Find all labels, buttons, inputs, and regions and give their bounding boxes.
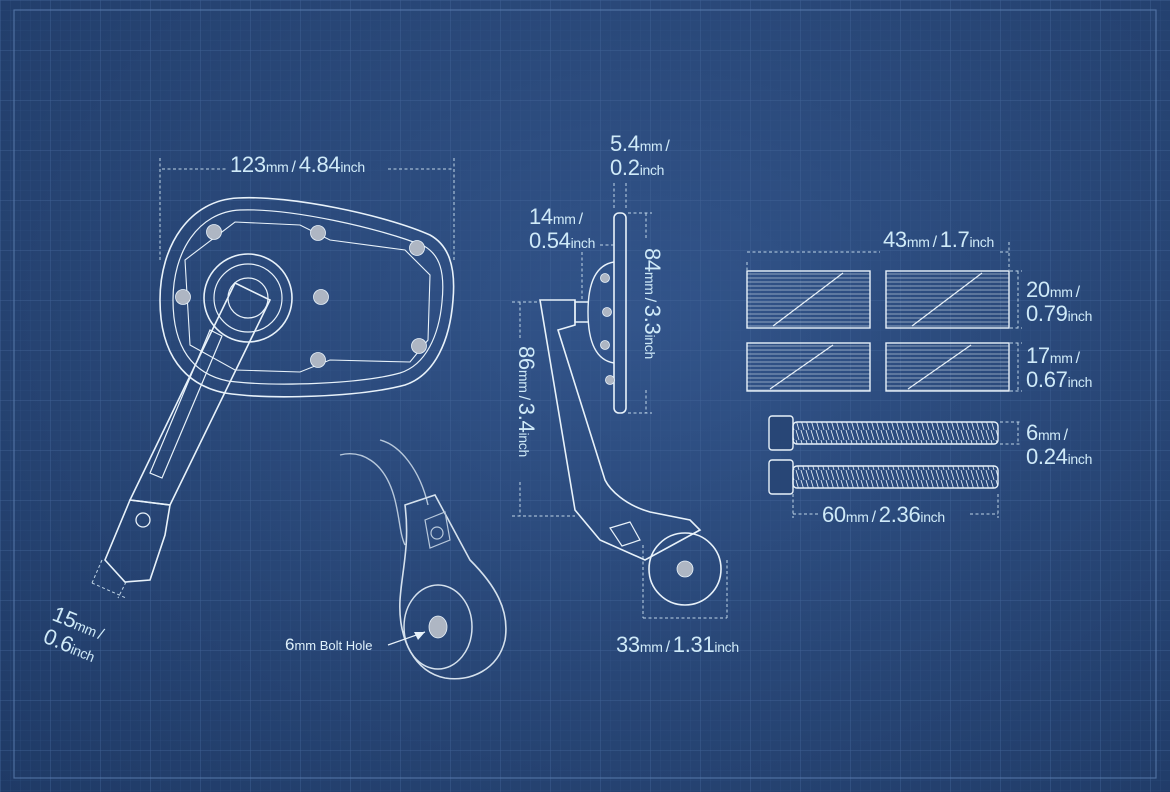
rubber-pads xyxy=(746,270,1010,392)
bolt-hole-leader-arrow xyxy=(414,632,425,640)
arm-clamp xyxy=(104,499,171,583)
dim-pad-thickness-b: 17mm/ 0.67inch xyxy=(1026,343,1093,392)
bolts xyxy=(768,415,999,495)
mount-dome-side xyxy=(587,261,615,364)
bolt-1-head xyxy=(768,415,794,451)
frame-border xyxy=(13,9,1157,779)
mirror-side-view xyxy=(539,212,722,606)
mirror-ribs xyxy=(184,221,431,373)
bolt-hole-label: 6mm Bolt Hole xyxy=(285,635,373,654)
dim-pad-width: 43mm/1.7inch xyxy=(883,227,994,252)
side-arm-joint xyxy=(609,521,641,547)
dim-bolt-diameter: 6mm/ 0.24inch xyxy=(1026,420,1093,469)
side-view-holes xyxy=(600,273,694,578)
pad-small-1 xyxy=(746,342,871,392)
mount-ring-outer xyxy=(203,253,293,343)
arm-clamp-bolt xyxy=(135,512,151,528)
dim-mirror-width: 123mm/4.84inch xyxy=(230,152,365,177)
mirror-mount-holes xyxy=(175,224,427,368)
dim-glass-thickness: 5.4mm/ 0.2inch xyxy=(610,131,670,180)
dim-mount-depth: 14mm/ 0.54inch xyxy=(529,204,596,253)
side-clamp-ring xyxy=(648,532,722,606)
side-arm xyxy=(539,299,702,561)
mount-ring-inner xyxy=(213,263,283,333)
pad-small-2 xyxy=(885,342,1010,392)
dimension-lines xyxy=(91,158,1022,619)
arm-slot xyxy=(149,329,223,479)
dim-clamp-width: 33mm/1.31inch xyxy=(616,632,739,657)
bolt-hole xyxy=(428,615,448,639)
bolt-2-head xyxy=(768,459,794,495)
bracket-perspective-view xyxy=(339,439,507,680)
dim-pad-thickness-a: 20mm/ 0.79inch xyxy=(1026,277,1093,326)
dim-bolt-length: 60mm/2.36inch xyxy=(822,502,945,527)
bolt-2-thread xyxy=(792,465,999,489)
mirror-glass-side xyxy=(613,212,627,414)
bolt-1-thread xyxy=(792,421,999,445)
mirror-inner-outline xyxy=(172,209,444,385)
mirror-outer-outline xyxy=(159,196,455,398)
dim-mirror-height: 84mm/3.3inch xyxy=(640,248,665,359)
dim-arm-height: 86mm/3.4inch xyxy=(514,346,539,457)
mirror-front-view xyxy=(104,196,455,583)
